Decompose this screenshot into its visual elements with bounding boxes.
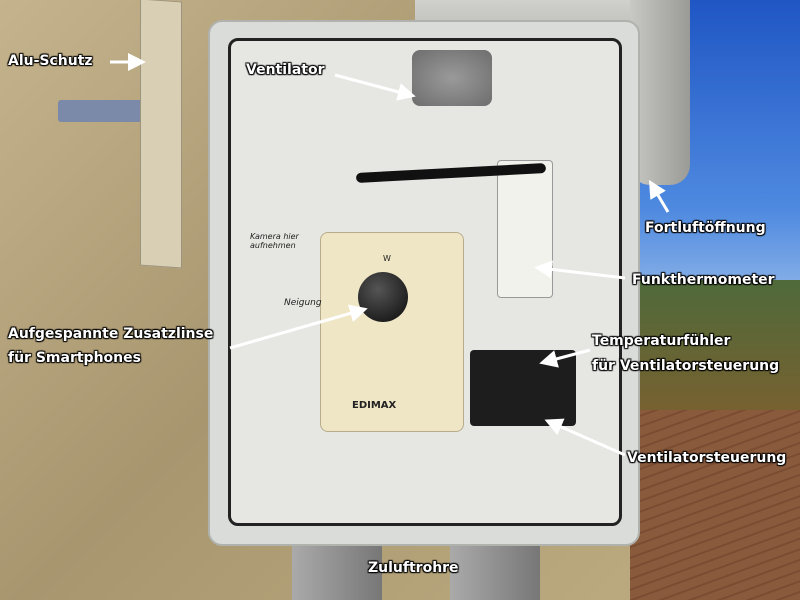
label-zuluftrohre: Zuluftrohre bbox=[368, 560, 459, 576]
handwritten-label: Neigung bbox=[284, 298, 322, 308]
intake-pipe-left bbox=[292, 540, 382, 600]
fan bbox=[412, 50, 492, 106]
camera-mark: W bbox=[383, 254, 391, 263]
label-funkthermometer: Funkthermometer bbox=[632, 272, 775, 288]
roof bbox=[630, 410, 800, 600]
arrow-fortluft bbox=[648, 179, 670, 213]
handwritten-note: Kamera hier aufnehmen bbox=[250, 232, 299, 250]
arrow-temperaturfuehler bbox=[539, 348, 591, 368]
ip-camera bbox=[320, 232, 464, 432]
mounting-bracket bbox=[58, 100, 148, 122]
exhaust-opening bbox=[630, 0, 690, 185]
label-zusatzlinse-1: Aufgespannte Zusatzlinse bbox=[8, 326, 214, 342]
arrow-ventilatorsteuerung bbox=[544, 418, 626, 457]
arrow-funkthermometer bbox=[534, 260, 626, 280]
arrow-ventilator bbox=[334, 73, 416, 101]
trees bbox=[630, 280, 800, 420]
label-temperaturfuehler-2: für Ventilatorsteuerung bbox=[592, 358, 780, 374]
label-zusatzlinse-2: für Smartphones bbox=[8, 350, 141, 366]
label-temperaturfuehler-1: Temperaturfühler bbox=[592, 333, 731, 349]
label-alu-schutz: Alu-Schutz bbox=[8, 53, 93, 69]
intake-pipe-right bbox=[450, 540, 540, 600]
label-ventilatorsteuerung: Ventilatorsteuerung bbox=[627, 450, 787, 466]
label-fortluft: Fortluftöffnung bbox=[645, 220, 766, 236]
arrow-zusatzlinse bbox=[229, 304, 368, 350]
camera-brand: EDIMAX bbox=[352, 400, 397, 411]
label-ventilator: Ventilator bbox=[246, 62, 325, 78]
